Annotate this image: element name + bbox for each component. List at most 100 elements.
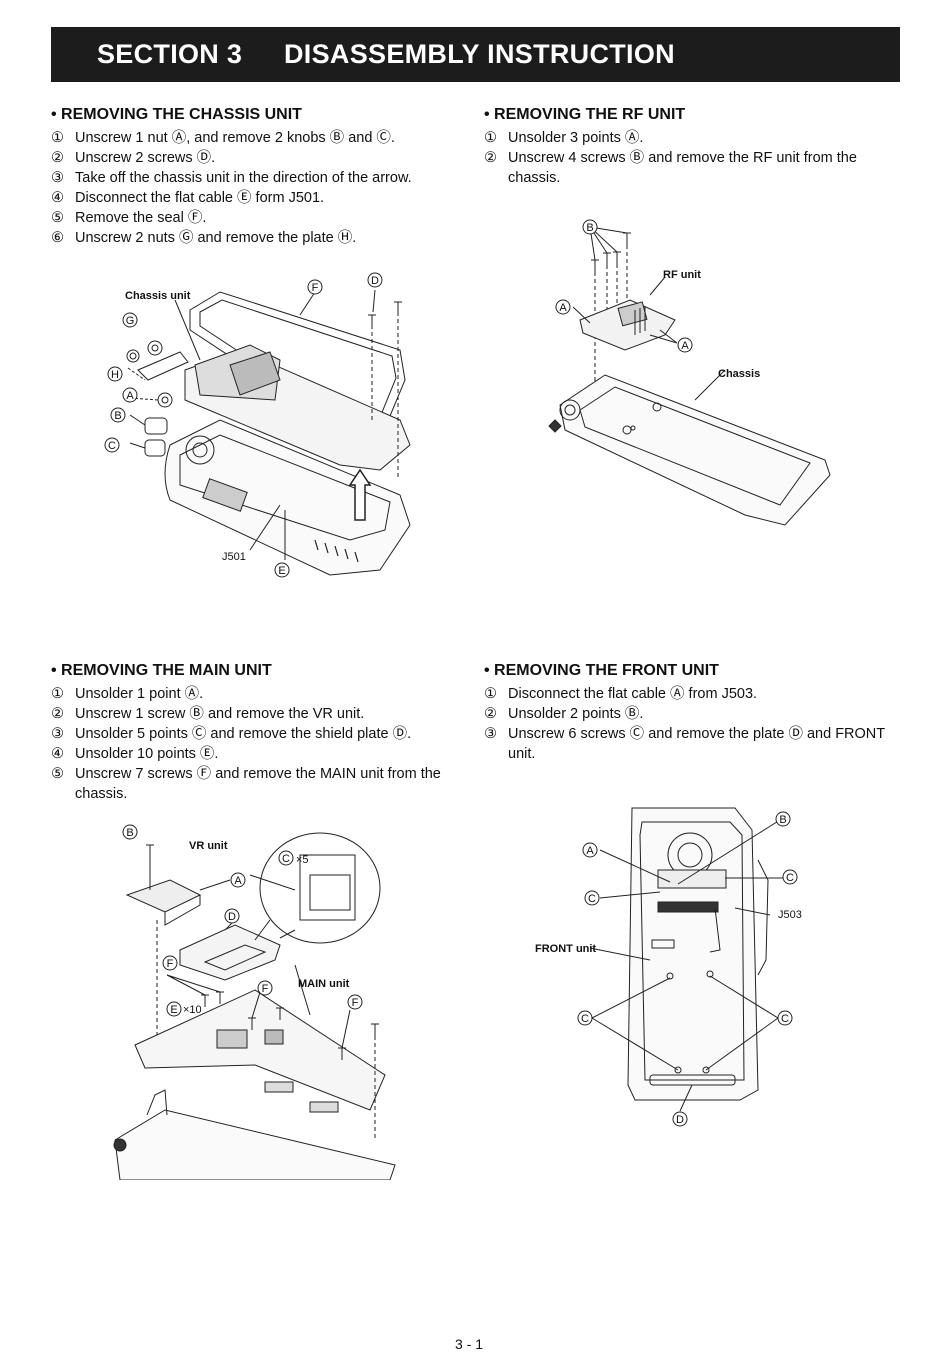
step-number: ③ [51, 170, 64, 186]
section-heading: • REMOVING THE MAIN UNIT [51, 662, 272, 679]
step-text: Unsolder 2 points Ⓑ. [508, 706, 644, 722]
step-item: ③ Take off the chassis unit in the direct… [51, 168, 471, 188]
section-chassis-unit: • REMOVING THE CHASSIS UNIT ① Unscrew 1 n… [51, 104, 471, 248]
rf-unit-label: RF unit [663, 269, 701, 281]
section-number: SECTION 3 [97, 39, 243, 69]
marker-a: A [126, 390, 134, 402]
step-number: ② [51, 150, 64, 166]
step-text: Unsolder 1 point Ⓐ. [75, 686, 204, 702]
rf-disassembly-diagram: B A A RF unit Chassis [545, 215, 845, 535]
step-item: ⑥ Unscrew 2 nuts Ⓖ and remove the plate Ⓗ… [51, 228, 471, 248]
marker-c: C [588, 893, 596, 905]
step-item: ③ Unscrew 6 screws Ⓒ and remove the plate… [484, 724, 904, 764]
marker-c: C [282, 853, 290, 865]
section-main-unit: • REMOVING THE MAIN UNIT ① Unsolder 1 poi… [51, 660, 471, 804]
count-e-label: ×10 [183, 1004, 202, 1016]
chassis-label: Chassis [718, 368, 760, 380]
section-front-unit: • REMOVING THE FRONT UNIT ① Disconnect th… [484, 660, 904, 764]
step-number: ① [484, 686, 497, 702]
marker-a: A [586, 845, 594, 857]
step-number: ① [51, 686, 64, 702]
marker-e: E [170, 1004, 177, 1016]
step-text: Remove the seal Ⓕ. [75, 210, 207, 226]
section-banner: SECTION 3 DISASSEMBLY INSTRUCTION [51, 27, 900, 82]
marker-c: C [781, 1013, 789, 1025]
main-disassembly-diagram: B A D C F F F E ×5 ×10 VR unit MAIN unit [105, 820, 415, 1180]
step-item: ④ Unsolder 10 points Ⓔ. [51, 744, 471, 764]
step-number: ⑤ [51, 766, 64, 782]
step-number: ① [51, 130, 64, 146]
j501-label: J501 [222, 551, 246, 563]
count-c-label: ×5 [296, 854, 309, 866]
step-text: Unscrew 4 screws Ⓑ and remove the RF uni… [508, 150, 857, 186]
step-text: Unsolder 3 points Ⓐ. [508, 130, 644, 146]
step-text: Unscrew 1 screw Ⓑ and remove the VR unit… [75, 706, 365, 722]
marker-b: B [586, 222, 593, 234]
front-disassembly-diagram: B A C C C C D FRONT unit J503 [530, 800, 810, 1135]
step-item: ① Unscrew 1 nut Ⓐ, and remove 2 knobs Ⓑ a… [51, 128, 471, 148]
marker-b: B [126, 827, 133, 839]
step-item: ① Disconnect the flat cable Ⓐ from J503. [484, 684, 904, 704]
main-unit-label: MAIN unit [298, 978, 350, 990]
step-item: ⑤ Unscrew 7 screws Ⓕ and remove the MAIN … [51, 764, 471, 804]
marker-b: B [779, 814, 786, 826]
step-text: Disconnect the flat cable Ⓐ from J503. [508, 686, 758, 702]
step-text: Unscrew 2 screws Ⓓ. [75, 150, 216, 166]
step-number: ③ [484, 726, 497, 742]
section-title: DISASSEMBLY INSTRUCTION [284, 39, 675, 69]
step-number: ② [484, 706, 497, 722]
section-heading: • REMOVING THE RF UNIT [484, 106, 686, 123]
front-unit-label: FRONT unit [535, 943, 596, 955]
step-item: ④ Disconnect the flat cable Ⓔ form J501. [51, 188, 471, 208]
chassis-unit-label: Chassis unit [125, 290, 191, 302]
marker-e: E [278, 565, 285, 577]
step-text: Unscrew 6 screws Ⓒ and remove the plate … [508, 726, 885, 762]
chassis-disassembly-diagram: F D G H A B C E Chassis unit J501 [100, 270, 430, 585]
section-heading: • REMOVING THE CHASSIS UNIT [51, 106, 302, 123]
marker-g: G [126, 315, 135, 327]
marker-c: C [108, 440, 116, 452]
step-number: ④ [51, 746, 64, 762]
step-number: ① [484, 130, 497, 146]
marker-c: C [786, 872, 794, 884]
step-text: Unsolder 10 points Ⓔ. [75, 746, 219, 762]
marker-f: F [262, 983, 269, 995]
marker-h: H [111, 369, 119, 381]
marker-a: A [234, 875, 242, 887]
section-heading: • REMOVING THE FRONT UNIT [484, 662, 719, 679]
page-number: 3 - 1 [455, 1336, 484, 1352]
marker-a: A [681, 340, 689, 352]
step-text: Disconnect the flat cable Ⓔ form J501. [75, 190, 325, 206]
step-item: ③ Unsolder 5 points Ⓒ and remove the shie… [51, 724, 471, 744]
step-item: ① Unsolder 3 points Ⓐ. [484, 128, 900, 148]
step-item: ⑤ Remove the seal Ⓕ. [51, 208, 471, 228]
step-item: ② Unsolder 2 points Ⓑ. [484, 704, 904, 724]
j503-label: J503 [778, 909, 802, 921]
step-item: ② Unscrew 1 screw Ⓑ and remove the VR uni… [51, 704, 471, 724]
step-number: ⑤ [51, 210, 64, 226]
step-number: ② [51, 706, 64, 722]
vr-unit-label: VR unit [189, 840, 228, 852]
step-text: Unscrew 7 screws Ⓕ and remove the MAIN u… [75, 766, 441, 802]
marker-f: F [352, 997, 359, 1009]
marker-f: F [312, 282, 319, 294]
marker-c: C [581, 1013, 589, 1025]
step-text: Unscrew 1 nut Ⓐ, and remove 2 knobs Ⓑ an… [75, 130, 395, 146]
step-text: Unscrew 2 nuts Ⓖ and remove the plate Ⓗ. [75, 230, 357, 246]
marker-d: D [371, 275, 379, 287]
step-text: Unsolder 5 points Ⓒ and remove the shiel… [75, 726, 412, 742]
step-number: ④ [51, 190, 64, 206]
marker-a: A [559, 302, 567, 314]
marker-d: D [228, 911, 236, 923]
step-item: ② Unscrew 4 screws Ⓑ and remove the RF un… [484, 148, 900, 188]
step-item: ① Unsolder 1 point Ⓐ. [51, 684, 471, 704]
step-number: ③ [51, 726, 64, 742]
marker-b: B [114, 410, 121, 422]
marker-d: D [676, 1114, 684, 1126]
section-rf-unit: • REMOVING THE RF UNIT ① Unsolder 3 point… [484, 104, 900, 188]
step-number: ⑥ [51, 230, 64, 246]
step-number: ② [484, 150, 497, 166]
marker-f: F [167, 958, 174, 970]
step-text: Take off the chassis unit in the directi… [75, 170, 412, 186]
step-item: ② Unscrew 2 screws Ⓓ. [51, 148, 471, 168]
